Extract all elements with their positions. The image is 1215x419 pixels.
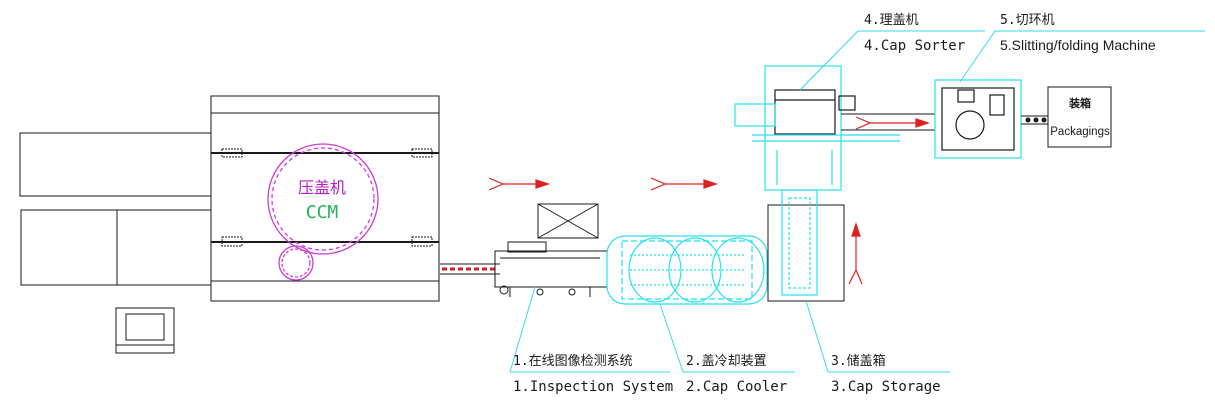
cooler-cn-label: 2.盖冷却装置 <box>686 354 767 369</box>
inspection-system <box>494 203 608 297</box>
arrow-right-icon <box>488 177 550 191</box>
packaging-cn-label: 装箱 <box>1068 96 1091 110</box>
main-machine-cn-label: 压盖机 <box>298 178 346 197</box>
sorter-en-label: 4.Cap Sorter <box>864 38 965 54</box>
arrow-right-icon <box>855 116 930 130</box>
rotary-turret <box>267 143 379 281</box>
storage-en-label: 3.Cap Storage <box>831 379 941 395</box>
slitting-machine <box>934 79 1022 159</box>
packaging-box <box>1047 86 1112 148</box>
cap-sorter <box>734 65 900 191</box>
inspection-en-label: 1.Inspection System <box>513 379 673 395</box>
arrow-right-icon <box>650 177 718 191</box>
conveyor-3 <box>1021 115 1048 125</box>
cap-storage <box>767 189 845 302</box>
sorter-cn-label: 4.理盖机 <box>864 13 919 28</box>
storage-cn-label: 3.储盖箱 <box>831 353 886 369</box>
arrow-up-icon <box>848 222 863 285</box>
leader-lines <box>509 30 1205 373</box>
compression-machine <box>19 95 440 302</box>
conveyor-2 <box>841 113 935 131</box>
slitting-en-label: 5.Slitting/folding Machine <box>1000 37 1156 53</box>
control-panel-screen-icon <box>115 307 175 354</box>
flow-arrows <box>488 116 930 285</box>
packaging-en-label: Packagings <box>1050 126 1110 138</box>
cap-cooler <box>606 235 768 305</box>
main-machine-en-label: CCM <box>306 202 339 223</box>
conveyor-1 <box>440 263 500 275</box>
slitting-cn-label: 5.切环机 <box>1000 13 1055 28</box>
inspection-cn-label: 1.在线图像检测系统 <box>513 354 633 369</box>
cooler-en-label: 2.Cap Cooler <box>686 379 787 395</box>
